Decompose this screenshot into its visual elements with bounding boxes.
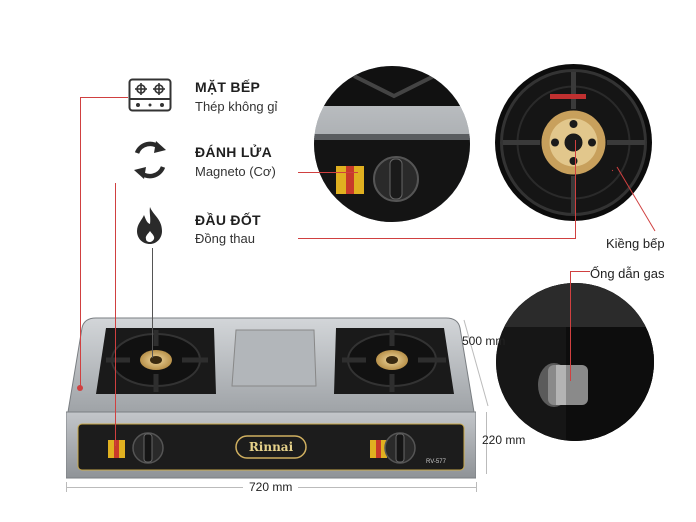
callout-label-gas-pipe: Ống dẫn gas (590, 266, 665, 281)
dimension-label-depth: 500 mm (462, 334, 506, 348)
callout-line-pan-support-diag (616, 166, 656, 232)
feature-title-ignition: ĐÁNH LỬA (195, 144, 273, 160)
feature-burner (133, 205, 167, 250)
feature-title-stove-top: MẶT BẾP (195, 79, 261, 95)
gas-stove-product (65, 316, 477, 479)
dimension-label-width: 720 mm (243, 480, 299, 494)
model-number: RV-577 (426, 459, 446, 465)
callout-line-ignition-h (298, 172, 358, 173)
callout-line-burner-h (298, 238, 575, 239)
callout-line-burner-v (575, 140, 576, 239)
dimension-line-height (486, 412, 487, 474)
dimension-label-height: 220 mm (482, 433, 526, 447)
flame-icon (137, 207, 162, 244)
dimension-line-depth (463, 319, 489, 407)
callout-line-burner (152, 248, 153, 358)
callout-dot (77, 385, 83, 391)
feature-subtitle-burner: Đồng thau (195, 231, 255, 246)
dimension-tick-width-right (476, 482, 477, 492)
callout-line-gas-pipe (570, 271, 590, 272)
detail-knob-zoom (314, 66, 470, 222)
callout-line-stove-top (80, 97, 128, 98)
callout-line-ignition (115, 183, 116, 446)
callout-line-gas-pipe-v (570, 271, 571, 381)
brand-logo: Rinnai (248, 440, 294, 454)
feature-subtitle-ignition: Magneto (Cơ) (195, 164, 276, 179)
detail-gas-pipe-zoom (496, 283, 654, 441)
refresh-cycle-icon (134, 141, 166, 179)
stove-top-icon (128, 78, 172, 112)
feature-title-burner: ĐẦU ĐỐT (195, 212, 261, 228)
feature-ignition (130, 139, 170, 186)
callout-line-stove-top-vertical (80, 97, 81, 387)
callout-label-pan-support: Kiềng bếp (606, 236, 665, 251)
feature-subtitle-stove-top: Thép không gỉ (195, 99, 278, 114)
dimension-tick-width-left (66, 482, 67, 492)
detail-burner-zoom (495, 64, 652, 221)
